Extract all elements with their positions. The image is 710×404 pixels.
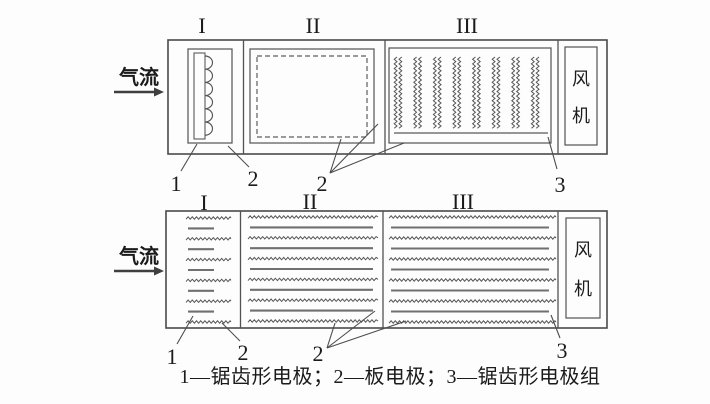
sawtooth-strip-edge [452, 56, 457, 129]
top-callout-1: 1 [171, 171, 182, 196]
top-view: I II III 气流 风 机 [114, 13, 608, 197]
top-callout-2b: 2 [317, 171, 328, 196]
side-sawtooth-electrode-line [185, 299, 232, 304]
side-callout-2b: 2 [313, 341, 324, 366]
top-fan-label-char2: 机 [572, 106, 590, 126]
side-callout-3: 3 [557, 338, 568, 363]
top-callout3-leader [547, 136, 558, 170]
top-callout-3: 3 [555, 172, 566, 197]
sawtooth-strip-edge [417, 56, 423, 129]
side-section-label-2: II [303, 189, 318, 214]
top-sawtooth-electrode-strip [193, 52, 206, 140]
airflow-arrow-head-side-icon [154, 266, 164, 276]
sawtooth-strip-edge [398, 56, 403, 129]
airflow-label-side: 气流 [118, 244, 159, 268]
side-sawtooth-electrode-line [388, 320, 557, 324]
side-fan-label-char1: 风 [574, 240, 592, 260]
airflow-label-top: 气流 [118, 65, 159, 89]
top-section-label-3: III [456, 13, 478, 38]
sawtooth-strip-edge [457, 56, 462, 129]
sawtooth-strip-edge [437, 56, 442, 129]
top-sawtooth-electrode-scallops [204, 55, 213, 136]
top-callout2b-leaders [329, 123, 405, 174]
sawtooth-strip-edge [476, 56, 481, 129]
side-sawtooth-electrode-line [185, 216, 232, 220]
sawtooth-strip-edge [530, 56, 535, 129]
sawtooth-strip-edge [393, 56, 398, 129]
top-callout-2a: 2 [248, 166, 259, 191]
top-section2-plate-box [249, 48, 375, 144]
side-callout-1: 1 [167, 344, 178, 369]
side-sawtooth-electrode-line [247, 215, 379, 219]
top-sawtooth-electrode-group [393, 56, 540, 129]
sawtooth-strip-edge [535, 56, 540, 129]
side-callout2b-leaders [326, 310, 407, 349]
top-duct-outline [167, 39, 608, 155]
side-sawtooth-electrode-line [185, 278, 232, 283]
airflow-arrow-head-top-icon [154, 87, 164, 97]
top-section2-dashed-plate [256, 55, 368, 138]
side-sawtooth-electrode-line [185, 320, 232, 324]
side-callout2a-leader [221, 322, 241, 342]
top-callout1-leader [180, 143, 198, 172]
sawtooth-strip-edge [511, 56, 516, 129]
top-section3-group-box [388, 47, 552, 144]
top-section-label-1: I [198, 13, 205, 38]
side-callout3-leader [550, 314, 561, 339]
scallop-blade-path [204, 55, 213, 136]
side-callout-2a: 2 [238, 340, 249, 365]
side-electrode-stacks [185, 215, 557, 324]
side-sawtooth-electrode-line [388, 215, 557, 219]
side-view: I II III 气流 风 机 1 2 2 3 [114, 189, 608, 369]
top-fan-label-char1: 风 [572, 69, 590, 89]
side-callout1-leader [176, 315, 194, 345]
side-sawtooth-electrode-line [247, 235, 379, 240]
sawtooth-strip-edge [515, 56, 521, 129]
top-section-label-2: II [306, 13, 321, 38]
sawtooth-strip-edge [432, 56, 437, 129]
side-sawtooth-electrode-line [388, 257, 557, 261]
side-sawtooth-electrode-line [185, 257, 232, 262]
side-sawtooth-electrode-line [247, 256, 379, 261]
side-section-label-3: III [452, 189, 474, 214]
side-sawtooth-electrode-line [185, 236, 232, 241]
sawtooth-strip-edge [496, 56, 501, 129]
side-fan-label-char2: 机 [574, 279, 592, 299]
side-sawtooth-electrode-line [247, 277, 379, 282]
side-sawtooth-electrode-line [247, 319, 379, 323]
top-callout2a-leader [227, 145, 250, 168]
side-fan-box [565, 217, 601, 319]
side-sawtooth-electrode-line [388, 236, 557, 240]
sawtooth-strip-edge [413, 56, 418, 129]
figure-caption: 1—锯齿形电极；2—板电极；3—锯齿形电极组 [180, 365, 601, 388]
top-fan-box [564, 46, 598, 146]
side-section-label-1: I [200, 190, 207, 215]
side-sawtooth-electrode-line [388, 278, 557, 282]
side-sawtooth-electrode-line [247, 298, 379, 303]
side-sawtooth-electrode-line [388, 299, 557, 303]
sawtooth-strip-edge [491, 56, 496, 129]
sawtooth-strip-edge [471, 56, 477, 129]
top-section1-plate-box [187, 48, 233, 144]
